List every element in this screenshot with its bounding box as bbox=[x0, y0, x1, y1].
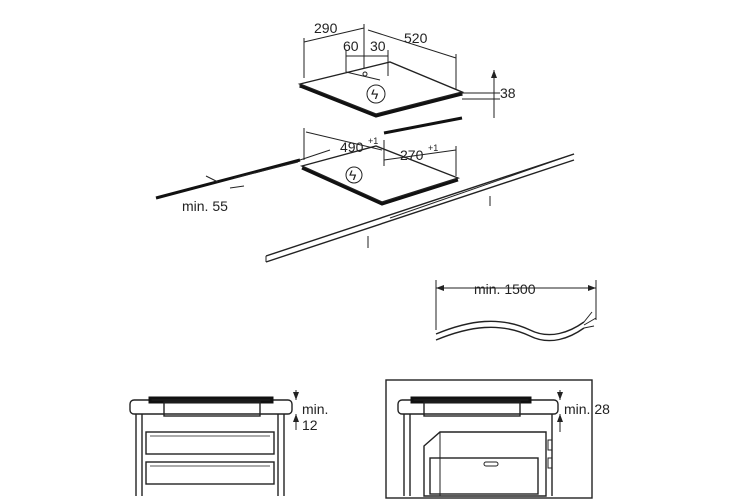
dim-38: 38 bbox=[500, 85, 516, 101]
worktop-cutout bbox=[299, 145, 461, 203]
electric-symbol-circle-top bbox=[366, 84, 386, 104]
dim-520: 520 bbox=[404, 30, 428, 46]
dim-490: 490 bbox=[340, 139, 364, 155]
dim-min-a-value: 12 bbox=[302, 417, 318, 433]
hob-dimensions: 290 520 60 30 38 bbox=[303, 20, 516, 118]
cable-drawing: min. 1500 bbox=[435, 280, 597, 342]
cabinet-right-drawing: min. 28 bbox=[385, 379, 610, 499]
cabinet-left-drawing: min. 12 bbox=[129, 390, 328, 496]
dim-min-28: min. 28 bbox=[564, 401, 610, 417]
dim-30: 30 bbox=[370, 38, 386, 54]
electric-symbol-circle-cutout bbox=[345, 166, 363, 184]
electric-icon-top: ϟ bbox=[371, 86, 379, 102]
cutout-dimensions: 490 +1 270 +1 min. 55 bbox=[182, 128, 457, 214]
dim-270-tolerance: +1 bbox=[428, 143, 438, 153]
dim-min-55: min. 55 bbox=[182, 198, 228, 214]
hob-top-surface bbox=[297, 61, 465, 115]
dim-290: 290 bbox=[314, 20, 338, 36]
hob-edge-front bbox=[299, 84, 463, 118]
dim-270: 270 bbox=[400, 147, 424, 163]
worktop-drawing: ϟ bbox=[155, 145, 575, 263]
dim-min-a-label: min. bbox=[302, 401, 328, 417]
hob-drawing: ϟ bbox=[297, 61, 465, 118]
dim-490-tolerance: +1 bbox=[368, 136, 378, 146]
dim-min-1500: min. 1500 bbox=[474, 281, 536, 297]
dim-60: 60 bbox=[343, 38, 359, 54]
electric-icon-cutout: ϟ bbox=[349, 167, 357, 183]
